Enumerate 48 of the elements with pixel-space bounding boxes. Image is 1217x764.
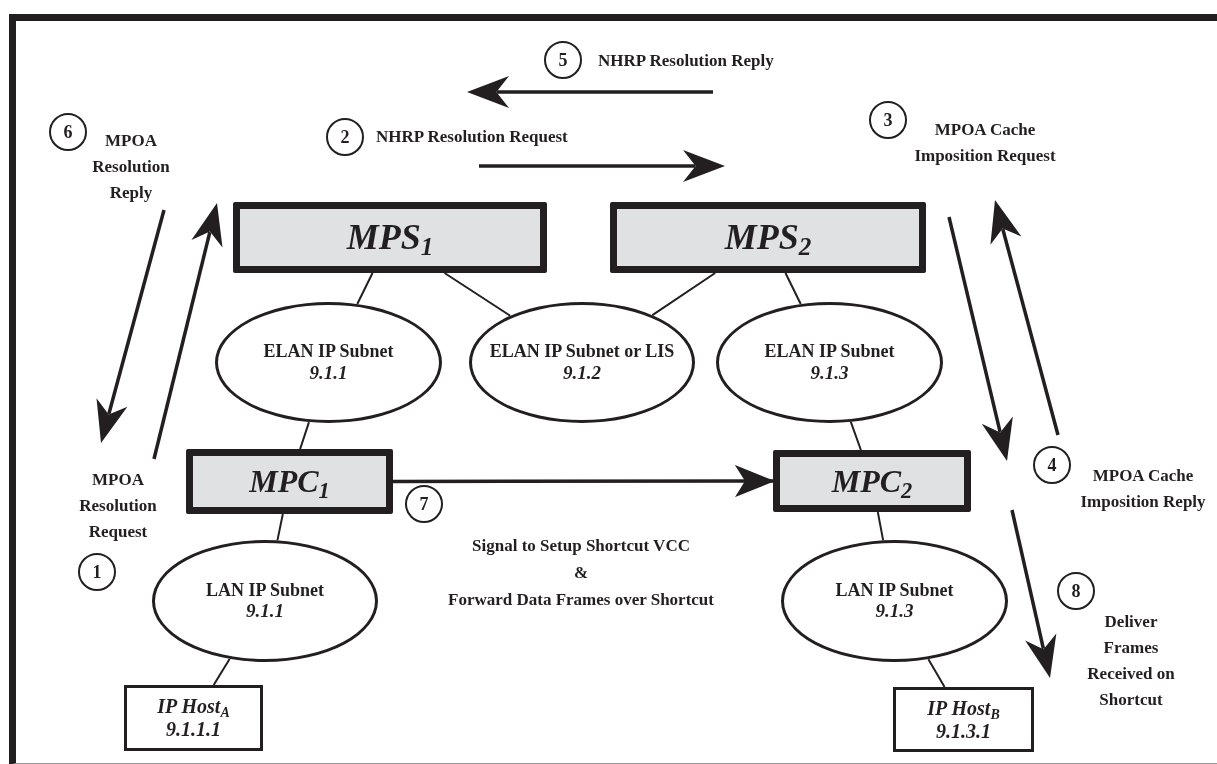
- step-label: NHRP Resolution Request: [376, 126, 568, 148]
- node-title: MPS$_{1}$: [345, 216, 435, 259]
- step-label: Deliver Frames Received on Shortcut: [1086, 611, 1176, 711]
- host-box: [893, 687, 1034, 752]
- step-label: Forward Data Frames over Shortcut: [448, 589, 714, 611]
- node-address: 9.1.1: [309, 361, 348, 384]
- connector-line: [443, 272, 512, 317]
- step-label: NHRP Resolution Reply: [598, 50, 774, 72]
- step-number: 1: [78, 553, 116, 591]
- node-address: 9.1.2: [563, 361, 601, 384]
- server-box: [186, 449, 393, 514]
- step-label: MPOA Cache Imposition Reply: [1079, 465, 1207, 513]
- node-title: IP Host$_{B}$: [926, 696, 1001, 720]
- node-address: 9.1.3: [875, 600, 914, 623]
- step-label: MPOA Resolution Request: [78, 469, 158, 543]
- connector-line: [299, 421, 310, 450]
- step-number: 3: [869, 101, 907, 139]
- node-title: LAN IP Subnet: [834, 579, 955, 601]
- step-label: &: [573, 562, 589, 584]
- node-address: 9.1.1: [246, 600, 284, 623]
- arrow: [393, 465, 775, 498]
- server-box: [773, 450, 971, 512]
- node-address: 9.1.1.1: [166, 718, 221, 741]
- step-number: 2: [326, 118, 364, 156]
- connector-line: [876, 511, 885, 542]
- node-title: LAN IP Subnet: [204, 579, 325, 601]
- node-address: 9.1.3.1: [936, 719, 991, 743]
- step-label: Signal to Setup Shortcut VCC: [472, 535, 690, 557]
- node-title: ELAN IP Subnet: [763, 341, 896, 362]
- node-title: IP Host$_{A}$: [156, 695, 231, 718]
- step-number: 5: [544, 41, 582, 79]
- step-number: 6: [49, 113, 87, 151]
- node-title: MPS$_{2}$: [723, 216, 813, 259]
- node-title: MPC$_{1}$: [248, 463, 331, 500]
- node-title: ELAN IP Subnet: [262, 341, 395, 362]
- host-box: [124, 685, 263, 751]
- step-number: 4: [1033, 446, 1071, 484]
- node-title: ELAN IP Subnet or LIS: [488, 341, 676, 362]
- connector-line: [651, 272, 717, 317]
- connector-line: [276, 513, 284, 542]
- step-label: MPOA Resolution Reply: [91, 130, 171, 204]
- server-box: [610, 202, 926, 273]
- node-title: MPC$_{2}$: [830, 462, 914, 500]
- step-number: 8: [1057, 572, 1095, 610]
- node-address: 9.1.3: [810, 361, 849, 384]
- step-number: 7: [405, 485, 443, 523]
- server-box: [233, 202, 547, 273]
- step-label: MPOA Cache Imposition Request: [913, 119, 1057, 167]
